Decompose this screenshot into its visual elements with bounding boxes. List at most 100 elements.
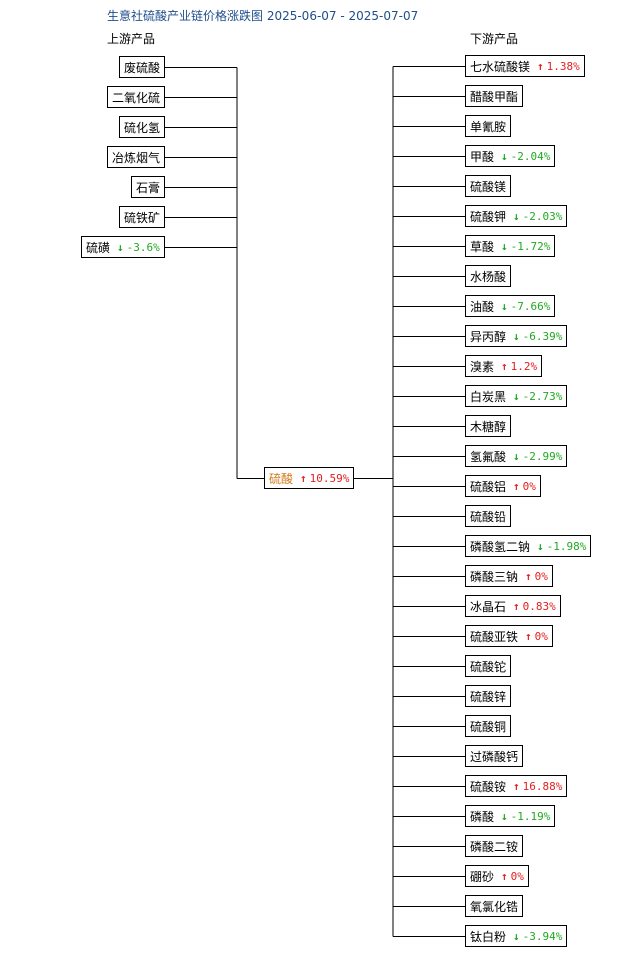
- downstream-node[interactable]: 过磷酸钙: [465, 745, 524, 767]
- price-change: ↑0%: [501, 870, 524, 883]
- arrow-down-icon: ↓: [513, 449, 520, 463]
- downstream-node[interactable]: 磷酸二铵: [465, 835, 524, 857]
- downstream-node[interactable]: 硫酸锌: [465, 685, 512, 707]
- price-change: ↓-3.94%: [513, 930, 562, 943]
- product-name: 石膏: [136, 180, 161, 195]
- upstream-node[interactable]: 废硫酸: [119, 56, 166, 78]
- arrow-down-icon: ↓: [501, 149, 508, 163]
- upstream-node[interactable]: 硫磺↓-3.6%: [81, 236, 165, 258]
- downstream-node[interactable]: 氧氯化锆: [465, 895, 524, 917]
- change-value: -2.73%: [522, 389, 563, 403]
- change-value: -3.94%: [522, 929, 563, 943]
- change-value: -3.6%: [126, 240, 160, 254]
- product-name: 硫酸亚铁: [470, 629, 519, 644]
- downstream-node[interactable]: 硫酸亚铁↑0%: [465, 625, 553, 647]
- product-name: 硫酸: [269, 471, 294, 486]
- downstream-node[interactable]: 木糖醇: [465, 415, 512, 437]
- price-change: ↓-2.73%: [513, 390, 562, 403]
- downstream-node[interactable]: 溴素↑1.2%: [465, 355, 543, 377]
- product-name: 白炭黑: [470, 389, 507, 404]
- downstream-node[interactable]: 硫酸铊: [465, 655, 512, 677]
- downstream-node[interactable]: 硫酸钾↓-2.03%: [465, 205, 568, 227]
- downstream-node[interactable]: 硫酸铜: [465, 715, 512, 737]
- upstream-node[interactable]: 石膏: [131, 176, 166, 198]
- product-name: 磷酸氢二钠: [470, 539, 531, 554]
- product-name: 二氧化硫: [112, 90, 161, 105]
- product-name: 硫酸铵: [470, 779, 507, 794]
- downstream-node[interactable]: 冰晶石↑0.83%: [465, 595, 561, 617]
- change-value: 0%: [510, 869, 524, 883]
- arrow-down-icon: ↓: [501, 809, 508, 823]
- change-value: -1.98%: [546, 539, 587, 553]
- change-value: 1.2%: [510, 359, 538, 373]
- downstream-node[interactable]: 钛白粉↓-3.94%: [465, 925, 568, 947]
- upstream-header: 上游产品: [107, 32, 156, 46]
- downstream-node[interactable]: 油酸↓-7.66%: [465, 295, 556, 317]
- price-change: ↓-6.39%: [513, 330, 562, 343]
- upstream-node[interactable]: 二氧化硫: [107, 86, 166, 108]
- price-change: ↓-2.04%: [501, 150, 550, 163]
- arrow-down-icon: ↓: [513, 209, 520, 223]
- downstream-node[interactable]: 草酸↓-1.72%: [465, 235, 556, 257]
- product-name: 木糖醇: [470, 419, 507, 434]
- product-name: 硫酸钾: [470, 209, 507, 224]
- product-name: 单氰胺: [470, 119, 507, 134]
- price-change: ↑1.38%: [537, 60, 580, 73]
- change-value: -6.39%: [522, 329, 563, 343]
- product-name: 氧氯化锆: [470, 899, 519, 914]
- downstream-node[interactable]: 硫酸铅: [465, 505, 512, 527]
- upstream-node[interactable]: 硫化氢: [119, 116, 166, 138]
- arrow-up-icon: ↑: [537, 59, 544, 73]
- change-value: -2.99%: [522, 449, 563, 463]
- chart-title: 生意社硫酸产业链价格涨跌图 2025-06-07 - 2025-07-07: [107, 9, 419, 23]
- downstream-node[interactable]: 白炭黑 ↓-2.73%: [465, 385, 568, 407]
- downstream-node[interactable]: 硼砂↑0%: [465, 865, 529, 887]
- upstream-node[interactable]: 硫铁矿: [119, 206, 166, 228]
- price-change: ↑16.88%: [513, 780, 562, 793]
- center-node[interactable]: 硫酸 ↑10.59%: [264, 467, 355, 489]
- product-name: 废硫酸: [124, 60, 161, 75]
- change-value: 0%: [522, 479, 536, 493]
- downstream-node[interactable]: 磷酸三钠↑0%: [465, 565, 553, 587]
- upstream-node[interactable]: 冶炼烟气: [107, 146, 166, 168]
- downstream-node[interactable]: 醋酸甲酯: [465, 85, 524, 107]
- product-name: 冰晶石: [470, 599, 507, 614]
- price-change: ↓-3.6%: [117, 241, 160, 254]
- downstream-node[interactable]: 硫酸镁: [465, 175, 512, 197]
- downstream-node[interactable]: 硫酸铝 ↑0%: [465, 475, 541, 497]
- downstream-node[interactable]: 单氰胺: [465, 115, 512, 137]
- downstream-node[interactable]: 七水硫酸镁↑1.38%: [465, 55, 585, 77]
- product-name: 硫酸锌: [470, 689, 507, 704]
- arrow-up-icon: ↑: [513, 479, 520, 493]
- arrow-down-icon: ↓: [537, 539, 544, 553]
- downstream-node[interactable]: 甲酸↓-2.04%: [465, 145, 556, 167]
- change-value: 1.38%: [546, 59, 580, 73]
- downstream-header: 下游产品: [470, 32, 519, 46]
- product-name: 硫酸镁: [470, 179, 507, 194]
- downstream-node[interactable]: 磷酸 ↓-1.19%: [465, 805, 556, 827]
- arrow-down-icon: ↓: [513, 329, 520, 343]
- downstream-node[interactable]: 水杨酸: [465, 265, 512, 287]
- arrow-up-icon: ↑: [300, 471, 307, 485]
- price-change: ↓-1.19%: [501, 810, 550, 823]
- change-value: 16.88%: [522, 779, 563, 793]
- downstream-node[interactable]: 硫酸铵 ↑16.88%: [465, 775, 568, 797]
- change-value: 10.59%: [309, 471, 350, 485]
- price-change: ↑0%: [513, 480, 536, 493]
- product-name: 硫酸铝: [470, 479, 507, 494]
- downstream-node[interactable]: 氢氟酸 ↓-2.99%: [465, 445, 568, 467]
- product-name: 硫酸铜: [470, 719, 507, 734]
- product-name: 冶炼烟气: [112, 150, 161, 165]
- product-name: 磷酸: [470, 809, 495, 824]
- price-change: ↓-1.72%: [501, 240, 550, 253]
- product-name: 过磷酸钙: [470, 749, 519, 764]
- product-name: 氢氟酸: [470, 449, 507, 464]
- arrow-up-icon: ↑: [513, 599, 520, 613]
- change-value: -1.72%: [510, 239, 551, 253]
- downstream-node[interactable]: 磷酸氢二钠 ↓-1.98%: [465, 535, 592, 557]
- arrow-down-icon: ↓: [513, 389, 520, 403]
- downstream-node[interactable]: 异丙醇 ↓-6.39%: [465, 325, 568, 347]
- product-name: 异丙醇: [470, 329, 507, 344]
- product-name: 硫酸铊: [470, 659, 507, 674]
- price-change: ↓-1.98%: [537, 540, 586, 553]
